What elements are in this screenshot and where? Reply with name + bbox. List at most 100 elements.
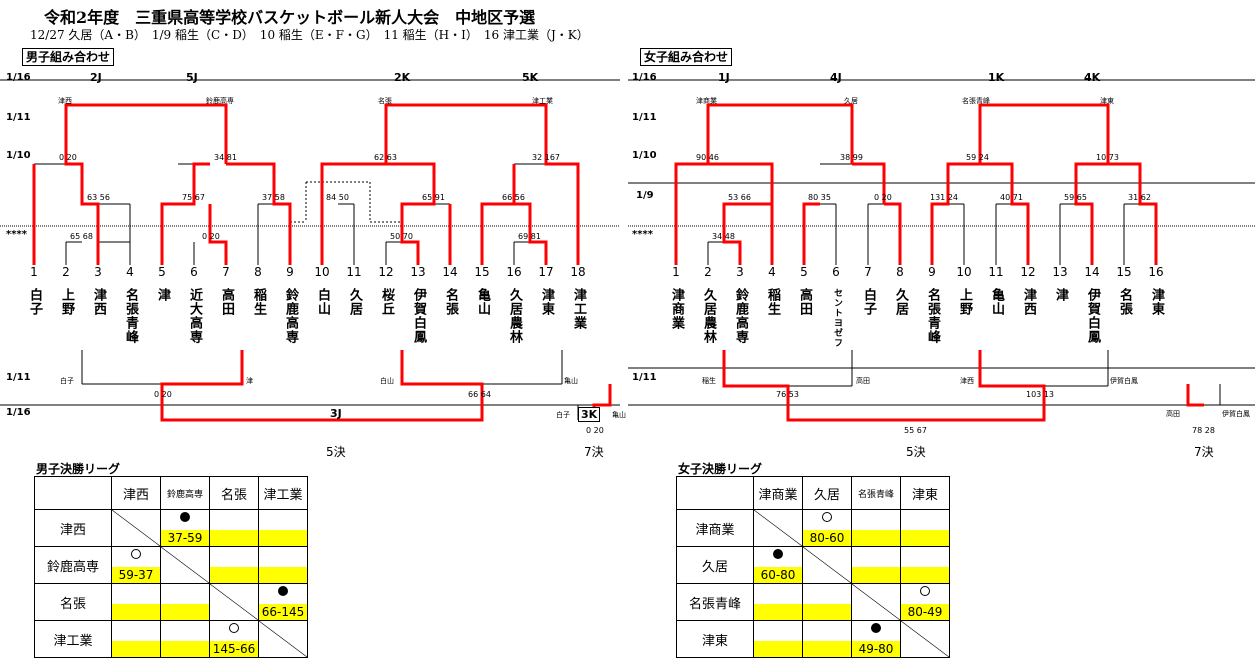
score: 63 xyxy=(87,193,98,202)
league-header: 名張青峰 xyxy=(851,476,901,510)
score: 56 xyxy=(514,193,525,202)
girls-team-number: 3 xyxy=(736,265,744,279)
score: 34 xyxy=(712,232,723,241)
score: 81 xyxy=(226,153,237,162)
score: 53 xyxy=(788,390,799,399)
highlight xyxy=(803,604,851,620)
league-score: 66-145 xyxy=(261,605,305,619)
highlight xyxy=(901,604,949,620)
boys-bottom-team: 津 xyxy=(246,377,253,385)
girls-team-number: 6 xyxy=(832,265,840,279)
girls-bracket-label: 女子組み合わせ xyxy=(640,48,733,66)
score: 63 xyxy=(386,153,397,162)
score: 56 xyxy=(99,193,110,202)
girls-winner: 名張青峰 xyxy=(962,97,990,105)
boys-team-number: 9 xyxy=(286,265,294,279)
boys-group-3k: 3K xyxy=(578,407,601,422)
boys-level-1-11-bottom: 1/11 xyxy=(6,372,31,383)
win-mark-icon xyxy=(131,549,141,559)
score: 55 xyxy=(904,426,915,435)
score: 65 xyxy=(422,193,433,202)
girls-bottom-team: 稲生 xyxy=(702,377,716,385)
league-cell xyxy=(900,546,950,584)
girls-team-number: 4 xyxy=(768,265,776,279)
win-mark-icon xyxy=(920,586,930,596)
league-cell xyxy=(209,546,259,584)
boys-team-name: 上野 xyxy=(59,288,74,316)
girls-team-name: セントヨゼフ xyxy=(832,288,842,348)
score: 81 xyxy=(530,232,541,241)
boys-team-name: 津西 xyxy=(91,288,106,316)
highlight xyxy=(112,567,160,583)
boys-team-number: 17 xyxy=(538,265,554,279)
league-cell: 66-145 xyxy=(258,583,308,621)
score: 65 xyxy=(70,232,81,241)
girls-level-1-11-bottom: 1/11 xyxy=(632,372,657,383)
boys-team-number: 15 xyxy=(474,265,490,279)
league-row-team: 津西 xyxy=(34,509,112,547)
girls-team-name: 高田 xyxy=(797,288,812,316)
boys-team-name: 名張青峰 xyxy=(123,288,138,344)
boys-team-name: 津 xyxy=(155,288,170,302)
league-cell xyxy=(111,583,161,621)
boys-group-2j: 2J xyxy=(90,71,102,84)
girls-team-name: 津西 xyxy=(1021,288,1036,316)
score: 65 xyxy=(1076,193,1087,202)
girls-5th-playoff: 5決 xyxy=(906,445,926,459)
girls-team-name: 名張青峰 xyxy=(925,288,940,344)
league-header: 津商業 xyxy=(753,476,803,510)
league-header: 久居 xyxy=(802,476,852,510)
highlight xyxy=(754,604,802,620)
league-row-team: 久居 xyxy=(676,546,754,584)
score: 68 xyxy=(82,232,93,241)
girls-team-name: 上野 xyxy=(957,288,972,316)
league-cell xyxy=(160,583,210,621)
score: 20 xyxy=(161,390,172,399)
score: 64 xyxy=(480,390,491,399)
score: 76 xyxy=(776,390,787,399)
girls-group-1k: 1K xyxy=(988,71,1005,84)
girls-team-name: 津商業 xyxy=(669,288,684,330)
boys-team-name: 久居 xyxy=(347,288,362,316)
score: 70 xyxy=(402,232,413,241)
league-cell xyxy=(258,620,308,658)
boys-team-number: 13 xyxy=(410,265,426,279)
score: 75 xyxy=(182,193,193,202)
girls-team-number: 10 xyxy=(956,265,972,279)
girls-bottom-team: 伊賀白鳳 xyxy=(1222,410,1250,418)
score: 35 xyxy=(820,193,831,202)
boys-team-number: 3 xyxy=(94,265,102,279)
score: 0 xyxy=(154,390,160,399)
highlight xyxy=(754,641,802,657)
win-mark-icon xyxy=(822,512,832,522)
girls-winner: 津商業 xyxy=(696,97,717,105)
score: 66 xyxy=(468,390,479,399)
boys-level-1-16-bottom: 1/16 xyxy=(6,407,31,418)
boys-group-2k: 2K xyxy=(394,71,411,84)
girls-team-name: 亀山 xyxy=(989,288,1004,316)
girls-team-name: 名張 xyxy=(1117,288,1132,316)
boys-bottom-team: 亀山 xyxy=(612,411,626,419)
highlight xyxy=(803,641,851,657)
boys-team-number: 18 xyxy=(570,265,586,279)
league-score: 49-80 xyxy=(858,642,894,656)
league-row-team: 名張 xyxy=(34,583,112,621)
score: 50 xyxy=(390,232,401,241)
score: 71 xyxy=(1012,193,1023,202)
boys-team-name: 稲生 xyxy=(251,288,266,316)
league-cell xyxy=(111,620,161,658)
girls-winner: 津東 xyxy=(1100,97,1114,105)
score: 84 xyxy=(326,193,337,202)
score: 62 xyxy=(374,153,385,162)
girls-winner: 久居 xyxy=(844,97,858,105)
score: 34 xyxy=(214,153,225,162)
girls-bottom-team: 高田 xyxy=(856,377,870,385)
boys-team-name: 白山 xyxy=(315,288,330,316)
score: 80 xyxy=(808,193,819,202)
boys-bottom-team: 亀山 xyxy=(564,377,578,385)
girls-level-stars: **** xyxy=(632,229,653,240)
league-score: 59-37 xyxy=(118,568,154,582)
league-row-team: 津東 xyxy=(676,620,754,658)
